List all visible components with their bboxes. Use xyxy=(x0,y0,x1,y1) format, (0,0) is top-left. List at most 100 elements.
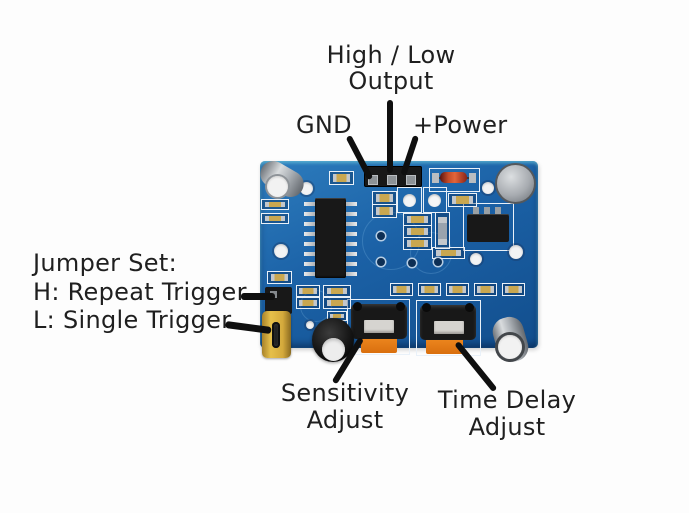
sensitivity-trimmer-screw xyxy=(364,320,394,333)
trimmer-lug xyxy=(396,302,405,311)
smd-resistor-body xyxy=(406,240,429,247)
regulator-leg xyxy=(473,207,479,217)
output-pin xyxy=(387,175,397,185)
smd-resistor-body xyxy=(505,286,522,293)
smd-resistor xyxy=(446,283,469,296)
ic-pin xyxy=(304,212,316,216)
mounting-hole xyxy=(274,244,288,258)
pad-box xyxy=(397,187,422,213)
smd-resistor xyxy=(474,283,497,296)
smd-resistor-body xyxy=(264,201,286,208)
ic-pin xyxy=(345,202,357,206)
smd-resistor-body xyxy=(299,287,317,295)
smd-resistor xyxy=(372,191,397,205)
smd-resistor xyxy=(448,193,477,207)
sensitivity-label: Sensitivity Adjust xyxy=(264,380,426,434)
regulator-leg xyxy=(495,207,501,217)
controller-ic xyxy=(315,198,346,278)
through-hole-pad xyxy=(403,194,416,207)
capacitor-face xyxy=(322,338,345,361)
through-hole-pad xyxy=(428,194,441,207)
gnd-pin xyxy=(368,175,378,185)
ic-pin xyxy=(345,272,357,276)
ic-pin xyxy=(304,232,316,236)
smd-resistor xyxy=(418,283,441,296)
capacitor-face xyxy=(267,176,288,197)
smd-resistor-body xyxy=(326,299,348,307)
mounting-hole xyxy=(470,253,482,265)
smd-resistor xyxy=(432,247,465,259)
regulator-silkscreen xyxy=(463,203,514,251)
ic-pin xyxy=(304,222,316,226)
jumper-set-label: Jumper Set: H: Repeat Trigger L: Single … xyxy=(33,249,247,335)
smd-resistor xyxy=(390,283,413,296)
trigger-jumper-header xyxy=(265,287,292,314)
diode-silkscreen xyxy=(429,168,480,192)
smd-resistor xyxy=(323,297,351,309)
time-delay-trimmer-screw xyxy=(434,321,464,334)
regulator-leg xyxy=(484,207,490,217)
via-pad xyxy=(377,232,385,240)
diode-pad xyxy=(469,173,476,183)
smd-resistor-body xyxy=(406,228,429,235)
jumper-cap-slot xyxy=(272,322,280,348)
jumper-set-l: L: Single Trigger xyxy=(33,306,232,334)
time-delay-label: Time Delay Adjust xyxy=(426,387,588,441)
capacitor-face xyxy=(498,335,522,359)
smd-resistor-body xyxy=(477,286,494,293)
smd-resistor-body xyxy=(264,215,286,222)
trimmer-lug xyxy=(465,303,474,312)
smd-resistor-body xyxy=(375,194,394,202)
via-pad xyxy=(434,258,442,266)
sensitivity-label-line1: Sensitivity xyxy=(280,379,410,407)
smd-resistor-body xyxy=(332,174,351,182)
smd-resistor-body xyxy=(449,286,466,293)
mounting-hole xyxy=(509,245,523,259)
smd-resistor xyxy=(403,225,432,238)
ic-pin xyxy=(345,252,357,256)
voltage-regulator xyxy=(467,214,509,242)
output-label: High / Low Output xyxy=(291,42,491,94)
trimmer-lug xyxy=(422,303,431,312)
smd-resistor xyxy=(296,297,320,309)
ic-pin xyxy=(304,252,316,256)
jumper-set-title: Jumper Set: xyxy=(33,249,177,277)
power-label: +Power xyxy=(413,111,508,139)
ic-pin xyxy=(304,242,316,246)
electrolytic-capacitor-top-right xyxy=(495,163,536,204)
ic-pin xyxy=(304,272,316,276)
smd-resistor-body xyxy=(393,286,410,293)
smd-resistor xyxy=(329,171,354,185)
smd-resistor-body xyxy=(270,274,289,281)
time-delay-label-line2: Adjust xyxy=(468,413,546,441)
smd-resistor xyxy=(296,285,320,297)
smd-resistor-body xyxy=(451,196,474,204)
smd-resistor xyxy=(267,271,292,284)
trimmer-lug xyxy=(353,302,362,311)
smd-resistor-body xyxy=(406,216,429,223)
mounting-hole xyxy=(482,182,494,194)
smd-resistor-body xyxy=(436,249,461,257)
power-pin xyxy=(406,175,416,185)
ic-pin xyxy=(345,222,357,226)
smd-resistor-body xyxy=(329,313,345,319)
smd-resistor xyxy=(323,285,351,297)
time-delay-trimmer-silkscreen xyxy=(416,300,481,356)
ic-pin xyxy=(345,242,357,246)
smd-resistor-body xyxy=(421,286,438,293)
smd-resistor xyxy=(372,204,397,218)
pad-box xyxy=(423,187,447,213)
ic-pin xyxy=(345,262,357,266)
smd-resistor xyxy=(435,212,450,249)
output-label-line2: Output xyxy=(348,67,434,95)
diode-pad xyxy=(432,173,439,183)
via-pad xyxy=(377,258,385,266)
gnd-label: GND xyxy=(296,111,352,139)
smd-resistor xyxy=(261,213,289,224)
mounting-hole xyxy=(306,321,314,329)
repeat-trigger-pointer-line xyxy=(241,293,275,300)
smd-resistor-body xyxy=(375,207,394,215)
time-delay-label-line1: Time Delay xyxy=(437,386,577,414)
smd-resistor-body xyxy=(299,299,317,307)
